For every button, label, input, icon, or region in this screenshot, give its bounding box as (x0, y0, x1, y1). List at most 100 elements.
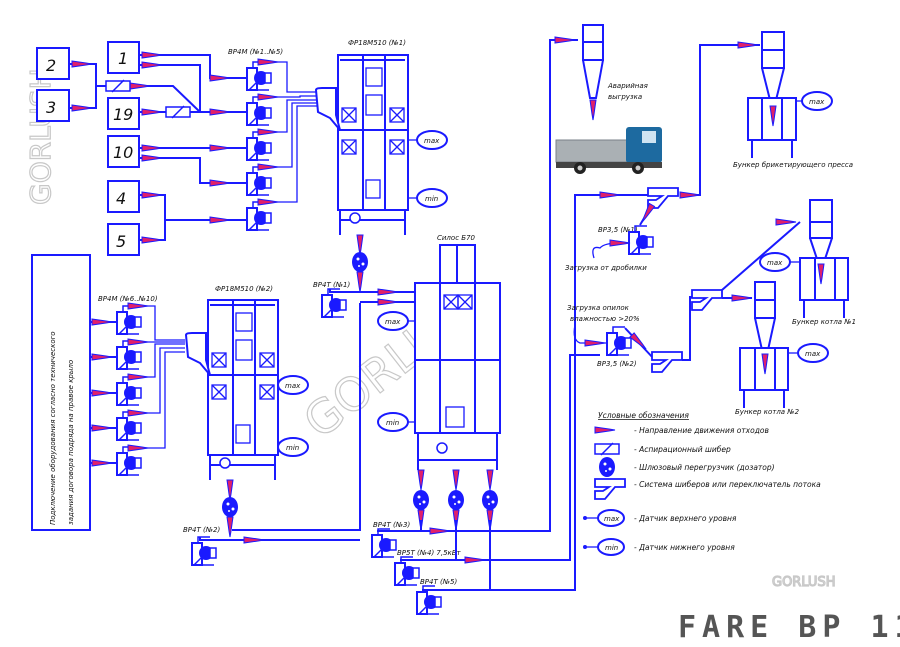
svg-text:min: min (386, 419, 399, 427)
filter2-label: ФР18М510 (№2) (215, 285, 273, 293)
airlock-silo-3[interactable] (482, 490, 498, 510)
svg-text:- Датчик верхнего уровня: - Датчик верхнего уровня (634, 514, 737, 523)
legend: Условные обозначения - Направление движе… (583, 411, 821, 556)
machine-box-3[interactable]: 3 (36, 89, 70, 122)
svg-text:2: 2 (46, 56, 56, 75)
svg-text:- Датчик нижнего уровня: - Датчик нижнего уровня (634, 543, 735, 552)
fan-bp4t-5-label: ВР4Т (№5) (420, 578, 457, 586)
svg-text:10: 10 (113, 143, 133, 162)
fans-group1-label: ВР4М (№1..№5) (228, 48, 283, 56)
svg-text:max: max (809, 98, 825, 106)
svg-text:5: 5 (116, 232, 126, 251)
fan-bp4t-3-label: ВР4Т (№3) (373, 521, 410, 529)
press-bunker-label: Бункер брикетирующего пресса (733, 161, 853, 169)
filter1-min-sensor[interactable]: min (416, 188, 448, 208)
svg-text:- Аспирационный шибер: - Аспирационный шибер (634, 445, 731, 454)
boiler2-cyclone[interactable] (739, 281, 789, 408)
fan-3[interactable] (246, 131, 272, 161)
svg-text:1: 1 (118, 49, 128, 68)
watermark-bottom: GORLUSH (772, 575, 835, 590)
svg-text:4: 4 (116, 189, 126, 208)
press-cyclone[interactable] (747, 31, 797, 158)
flow-switch-2[interactable] (651, 351, 683, 373)
boiler1-max-sensor[interactable]: max (759, 252, 791, 272)
flow-switch-3[interactable] (691, 289, 723, 311)
fan-bp4t-2[interactable] (191, 536, 217, 566)
fan-bp35-2-label: ВР3,5 (№2) (597, 360, 637, 368)
fan-6[interactable] (116, 305, 142, 335)
svg-text:19: 19 (113, 105, 133, 124)
machine-box-19[interactable]: 19 (107, 97, 140, 130)
fan-bp5t-4-label: ВР5Т (№4) 7,5кВт (397, 549, 462, 557)
wet-sawdust-label-1: Загрузка опилок (567, 304, 630, 312)
svg-text:max: max (424, 137, 440, 145)
boiler1-cyclone[interactable] (799, 199, 849, 318)
svg-text:3: 3 (46, 98, 56, 117)
boiler2-label: Бункер котла №2 (735, 408, 800, 416)
svg-text:- Направление движения отходов: - Направление движения отходов (634, 426, 769, 435)
legend-damper-icon (594, 442, 620, 456)
filter1-max-sensor[interactable]: max (416, 130, 448, 150)
fan-8[interactable] (116, 376, 142, 406)
svg-text:max: max (604, 515, 620, 523)
emergency-cyclone[interactable] (582, 24, 604, 99)
fan-bp4t-3[interactable] (371, 528, 397, 558)
legend-max-sensor-icon: max (583, 509, 625, 527)
airlock-silo-2[interactable] (448, 490, 464, 510)
damper-2[interactable] (165, 105, 191, 119)
svg-text:max: max (385, 318, 401, 326)
filter-2[interactable] (184, 299, 279, 480)
airlock-silo-1[interactable] (413, 490, 429, 510)
diagram-title: FARE BP 110 (678, 610, 900, 645)
silo-min-sensor[interactable]: min (377, 412, 409, 432)
press-max-sensor[interactable]: max (801, 91, 833, 111)
machine-box-10[interactable]: 10 (107, 135, 140, 168)
filter2-min-sensor[interactable]: min (277, 437, 309, 457)
svg-text:min: min (286, 444, 299, 452)
fan-bp4t-1[interactable] (321, 288, 347, 318)
fan-bp35-1-label: ВР3,5 (№1) (598, 226, 638, 234)
svg-text:- Система шиберов или переклю: - Система шиберов или переключатель пото… (634, 480, 821, 489)
legend-min-sensor-icon: min (583, 538, 625, 556)
fan-bp4t-2-label: ВР4Т (№2) (183, 526, 220, 534)
fans-group2-label: ВР4М (№6..№10) (98, 295, 158, 303)
machine-box-1[interactable]: 1 (107, 41, 140, 74)
machine-box-2[interactable]: 2 (36, 47, 70, 80)
silo-max-sensor[interactable]: max (377, 311, 409, 331)
damper-1[interactable] (105, 79, 131, 93)
filter1-label: ФР18М510 (№1) (348, 39, 406, 47)
svg-text:min: min (605, 544, 618, 552)
fan-4[interactable] (246, 166, 272, 196)
airlock-filter2[interactable] (222, 497, 238, 517)
svg-text:max: max (805, 350, 821, 358)
fan-bp5t-4[interactable] (394, 556, 420, 586)
boiler1-label: Бункер котла №1 (792, 318, 856, 326)
svg-text:max: max (767, 259, 783, 267)
svg-text:GORLUSH: GORLUSH (24, 68, 57, 205)
legend-airlock-icon (599, 457, 615, 477)
airlock-filter1[interactable] (352, 252, 368, 272)
svg-text:Подключение оборудования согла: Подключение оборудования согласно технич… (49, 331, 57, 525)
legend-switch-icon (594, 478, 626, 500)
fan-5[interactable] (246, 201, 272, 231)
fan-1[interactable] (246, 61, 272, 91)
emergency-label-2: выгрузка (608, 93, 642, 101)
legend-title: Условные обозначения (598, 411, 689, 420)
silo[interactable] (414, 244, 501, 470)
filter-1[interactable] (314, 54, 409, 235)
truck (555, 127, 662, 174)
side-note: Подключение оборудования согласно технич… (31, 254, 91, 531)
wet-sawdust-label-2: влажностью >20% (570, 315, 640, 323)
svg-text:- Шлюзовый перегрузчик (дозато: - Шлюзовый перегрузчик (дозатор) (634, 463, 775, 472)
boiler2-max-sensor[interactable]: max (797, 343, 829, 363)
filter2-max-sensor[interactable]: max (277, 375, 309, 395)
from-crusher-label: Загрузка от дробилки (565, 264, 647, 272)
fan-2[interactable] (246, 96, 272, 126)
machine-box-4[interactable]: 4 (107, 180, 140, 213)
machine-box-5[interactable]: 5 (107, 223, 140, 256)
watermark-left: GORLUSH (23, 68, 57, 206)
svg-text:max: max (285, 382, 301, 390)
fan-bp4t-1-label: ВР4Т (№1) (313, 281, 350, 289)
emergency-label-1: Аварийная (607, 82, 648, 90)
